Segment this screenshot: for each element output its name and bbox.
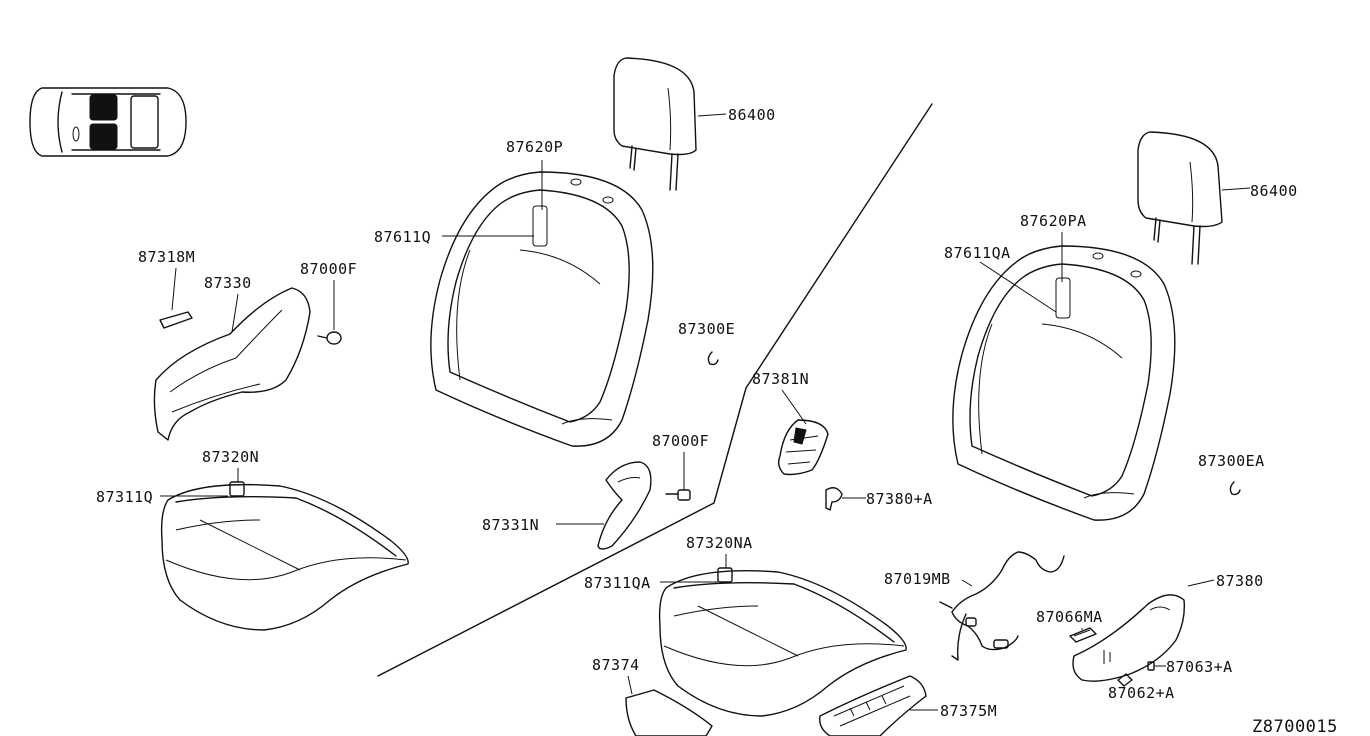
finisher-inner (597, 461, 652, 550)
seatback-left (430, 171, 654, 447)
ring-left (707, 351, 719, 366)
headrest-left (613, 57, 697, 191)
divider-line (377, 103, 933, 677)
label-87380+A: 87380+A (866, 490, 933, 508)
finisher-small (159, 311, 193, 329)
label-87611Q: 87611Q (374, 228, 431, 246)
bracket-b (1117, 673, 1133, 687)
knob (825, 487, 843, 511)
label-87318M: 87318M (138, 248, 195, 266)
label-87066MA: 87066MA (1036, 608, 1103, 626)
label-87063+A: 87063+A (1166, 658, 1233, 676)
label-86400-left: 86400 (728, 106, 776, 124)
label-86400-right: 86400 (1250, 182, 1298, 200)
rear-seat-mark (89, 123, 118, 150)
finisher-outer (153, 287, 311, 441)
cover-front (625, 689, 713, 736)
label-87019MB: 87019MB (884, 570, 951, 588)
side-finisher (1072, 594, 1186, 682)
headrest-right (1137, 131, 1223, 265)
seat-cushion-left (160, 481, 409, 631)
label-87375M: 87375M (940, 702, 997, 720)
switch (1069, 627, 1097, 643)
label-87380: 87380 (1216, 572, 1264, 590)
knob-cover (777, 419, 829, 476)
label-87331N: 87331N (482, 516, 539, 534)
label-87000F-upper: 87000F (300, 260, 357, 278)
label-87062+A: 87062+A (1108, 684, 1175, 702)
screw-upper (317, 331, 342, 345)
label-87620PA: 87620PA (1020, 212, 1087, 230)
label-87311Q: 87311Q (96, 488, 153, 506)
diagram-code: Z8700015 (1252, 717, 1338, 736)
harness (939, 551, 1065, 661)
front-seat-mark (89, 94, 118, 121)
label-87300E: 87300E (678, 320, 735, 338)
label-87330: 87330 (204, 274, 252, 292)
label-87320N: 87320N (202, 448, 259, 466)
label-87300EA: 87300EA (1198, 452, 1265, 470)
seat-cushion-right (658, 567, 907, 717)
ring-right (1229, 481, 1241, 496)
label-87000F-lower: 87000F (652, 432, 709, 450)
seatback-right (952, 245, 1176, 521)
label-87320NA: 87320NA (686, 534, 753, 552)
label-87611QA: 87611QA (944, 244, 1011, 262)
label-87381N: 87381N (752, 370, 809, 388)
screw-lower (665, 489, 691, 501)
cover-rear (819, 675, 927, 736)
label-87374: 87374 (592, 656, 640, 674)
car-locator-icon (29, 87, 187, 157)
label-87311QA: 87311QA (584, 574, 651, 592)
label-87620P: 87620P (506, 138, 563, 156)
